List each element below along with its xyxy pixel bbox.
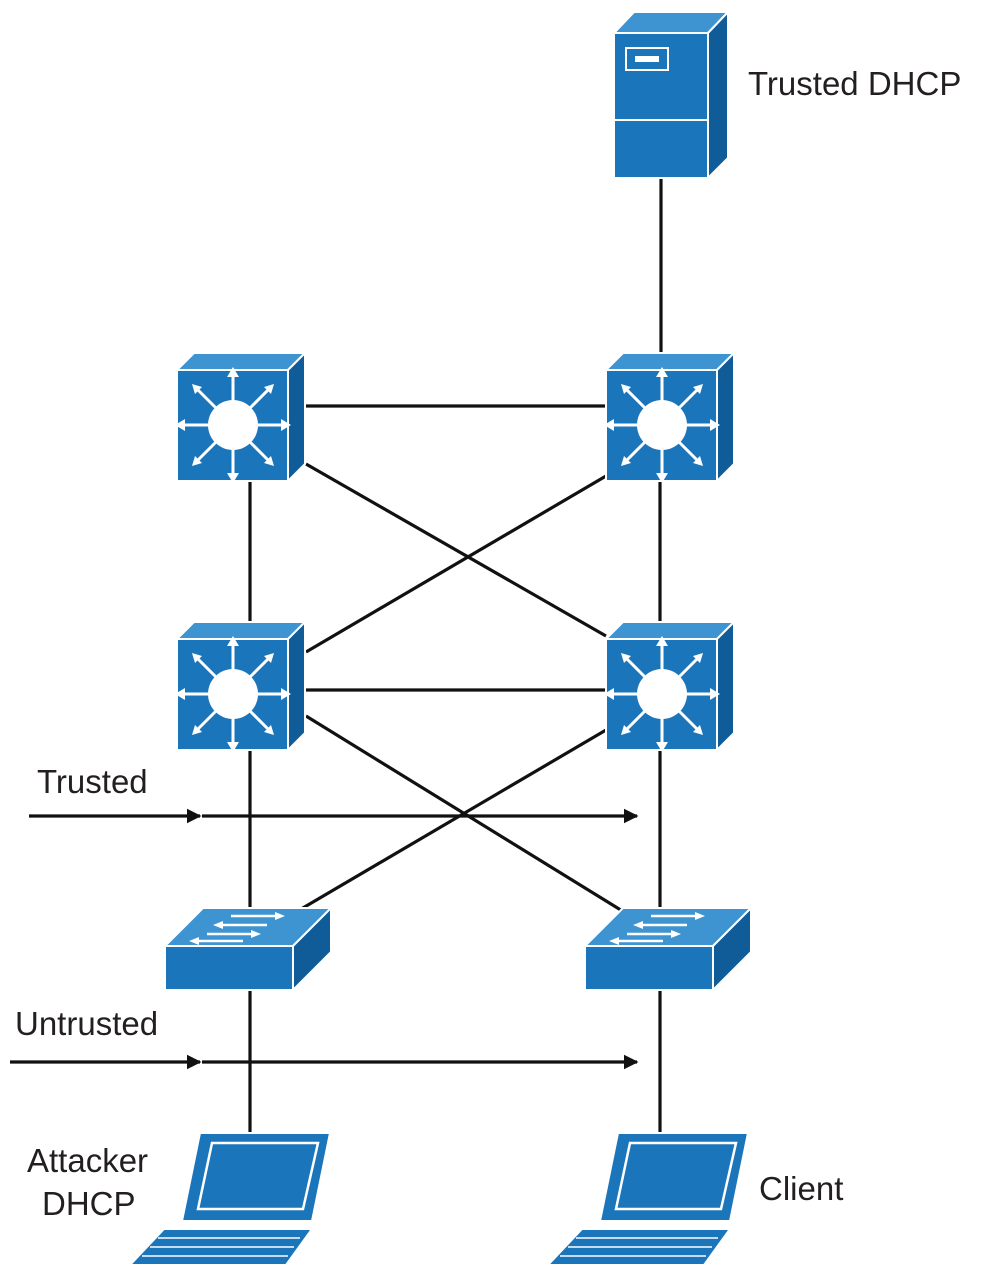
label-untrusted: Untrusted [15, 1005, 158, 1042]
distribution-switch-left [173, 619, 308, 754]
attacker-laptop [127, 1132, 332, 1266]
link-dist-right-to-access-left [295, 728, 607, 914]
workgroup-switch-icon [582, 905, 754, 993]
label-client: Client [759, 1170, 843, 1207]
label-attacker-line1: Attacker [27, 1142, 148, 1179]
multilayer-switch-icon [602, 350, 737, 485]
distribution-switch-right [602, 619, 737, 754]
core-switch-left [173, 350, 308, 485]
laptop-icon [545, 1132, 750, 1266]
link-core-left-to-dist-right [305, 462, 607, 638]
label-trusted-dhcp: Trusted DHCP [748, 65, 961, 102]
workgroup-switch-icon [162, 905, 334, 993]
core-switch-right [602, 350, 737, 485]
label-attacker-line2: DHCP [42, 1185, 136, 1222]
multilayer-switch-icon [173, 350, 308, 485]
links [248, 178, 663, 1135]
laptop-icon [127, 1132, 332, 1266]
link-core-right-to-dist-left [305, 474, 607, 654]
multilayer-switch-icon [173, 619, 308, 754]
access-switch-left [162, 905, 334, 993]
trust-arrows [10, 808, 639, 1070]
label-trusted: Trusted [37, 763, 148, 800]
client-laptop [545, 1132, 750, 1266]
access-switch-right [582, 905, 754, 993]
multilayer-switch-icon [602, 619, 737, 754]
server-icon [611, 9, 731, 181]
